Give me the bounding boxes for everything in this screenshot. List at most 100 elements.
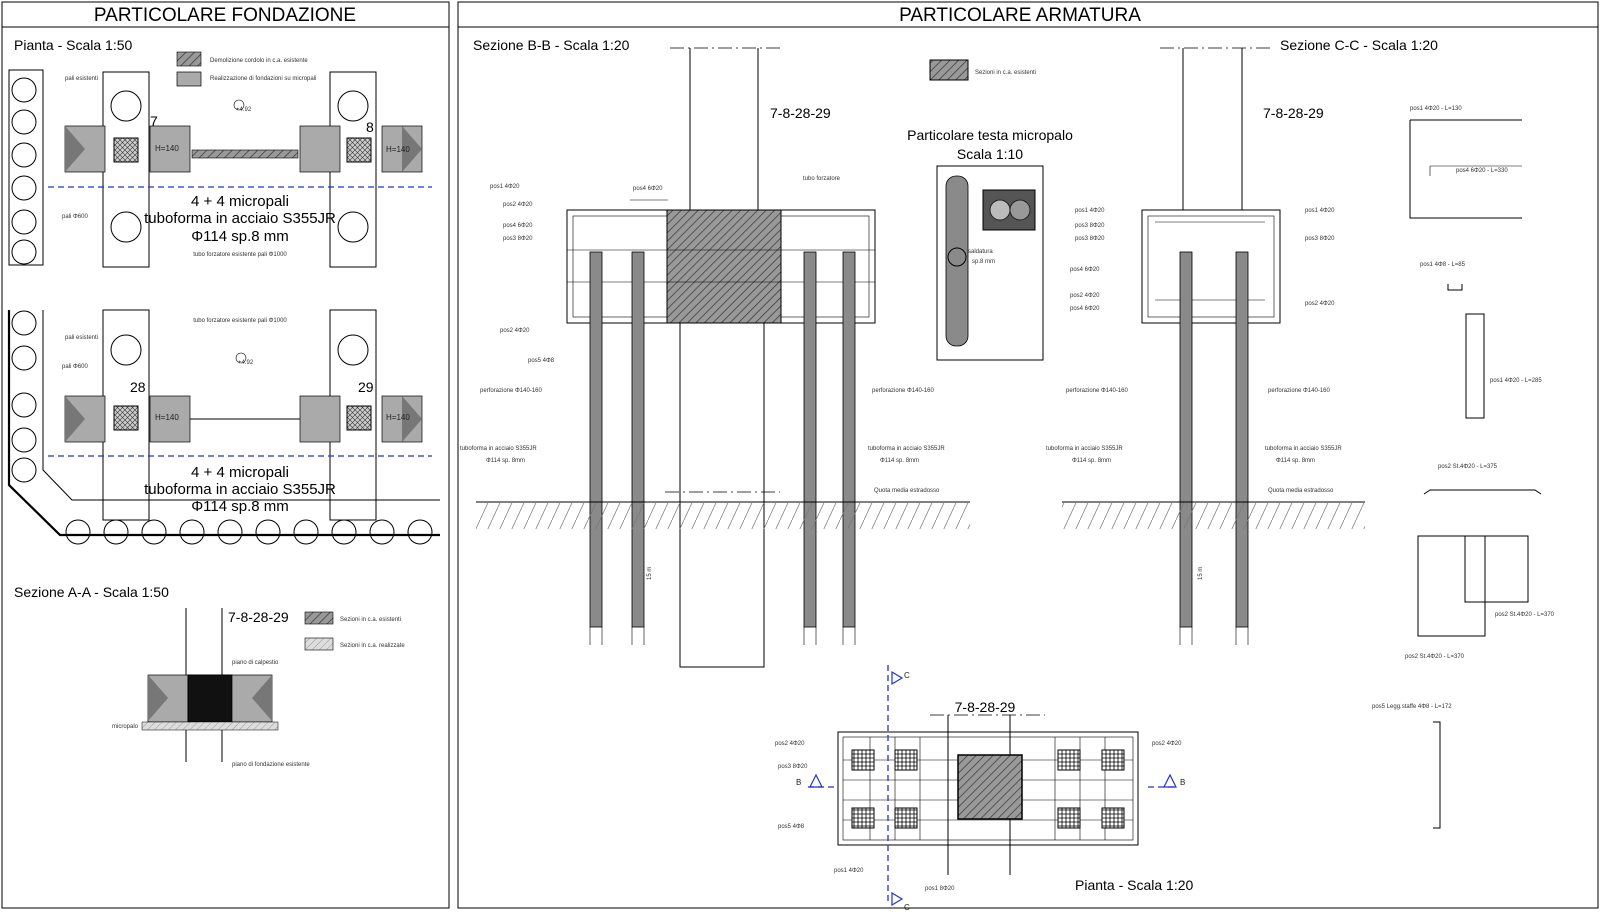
micropile-text-b2: tuboforma in acciaio S355JR — [144, 481, 336, 498]
bb-label-r2: tubo forzatore — [803, 176, 841, 182]
plan-label-l2: pos3 8Φ20 — [778, 764, 808, 770]
cc-label-r2: pos3 8Φ20 — [1305, 236, 1335, 242]
bb-label-5: pos2 4Φ20 — [500, 328, 530, 334]
micropile-text-2: tuboforma in acciaio S355JR — [144, 210, 336, 227]
cc-pile-length: 15 m — [1198, 567, 1204, 580]
cc-label-r3: pos2 4Φ20 — [1305, 301, 1335, 307]
elevation-top: +4.92 — [236, 107, 252, 113]
bb-pile-length: 15 m — [647, 567, 653, 580]
cc-label-2: pos3 8Φ20 — [1075, 223, 1105, 229]
cc-label-r4: perforazione Φ140-160 — [1268, 388, 1330, 394]
bb-label-r5: Φ114 sp. 8mm — [880, 458, 919, 464]
plan-label-l3: pos5 4Φ8 — [778, 824, 805, 830]
bar-1: pos1 4Φ20 - L=130 — [1410, 106, 1462, 112]
micropile-head-detail — [936, 165, 1044, 361]
bb-label-r6: Quota media estradosso — [874, 488, 940, 494]
section-cc-title: Sezione C-C - Scala 1:20 — [1280, 37, 1438, 53]
bb-label-r1: pos4 6Φ20 — [633, 186, 663, 192]
section-legend-2: Sezioni in c.a. realizzate — [340, 643, 405, 649]
cc-label-9: Φ114 sp. 8mm — [1072, 458, 1111, 464]
cap-height-8: H=140 — [386, 145, 410, 154]
bar-5: pos2 St.4Φ20 - L=375 — [1438, 464, 1498, 470]
cc-label-5: pos2 4Φ20 — [1070, 293, 1100, 299]
cap-height-29: H=140 — [386, 413, 410, 422]
pile-number-29: 29 — [358, 379, 374, 395]
legend-new: Realizzazione di fondazioni su micropali — [210, 76, 316, 82]
section-bb-title: Sezione B-B - Scala 1:20 — [473, 37, 630, 53]
section-note-2: micropalo — [112, 724, 139, 730]
label-piles-bottom: tubo forzatore esistente pali Φ1000 — [193, 318, 287, 324]
left-panel: PARTICOLARE FONDAZIONE Pianta - Scala 1:… — [1, 1, 450, 909]
detail-title-1: Particolare testa micropalo — [907, 127, 1073, 143]
section-legend-1: Sezioni in c.a. esistenti — [340, 617, 401, 623]
cc-label-r1: pos1 4Φ20 — [1305, 208, 1335, 214]
pile-number-7: 7 — [150, 113, 158, 129]
bb-label-9: Φ114 sp. 8mm — [486, 458, 525, 464]
sec-mark-c-top: C — [904, 671, 910, 680]
cap-height-7: H=140 — [155, 144, 179, 153]
bb-label-r4: tuboforma in acciaio S355JR — [868, 446, 945, 452]
bb-label-8: tuboforma in acciaio S355JR — [460, 446, 537, 452]
cc-label-6: pos4 6Φ20 — [1070, 306, 1100, 312]
micropile-text-b1: 4 + 4 micropali — [191, 464, 289, 481]
bar-3: pos1 4Φ8 - L=85 — [1420, 262, 1466, 268]
bb-label-2: pos2 4Φ20 — [503, 202, 533, 208]
bb-label-r3: perforazione Φ140-160 — [872, 388, 934, 394]
existing-piles-bottom — [7, 310, 440, 545]
label-piles-top: tubo forzatore esistente pali Φ1000 — [193, 252, 287, 258]
sec-mark-b-right: B — [1180, 778, 1185, 787]
cc-ids: 7-8-28-29 — [1263, 105, 1324, 121]
cap-height-28: H=140 — [155, 413, 179, 422]
plan-ids: 7-8-28-29 — [955, 699, 1016, 715]
existing-piles-top — [8, 69, 44, 266]
micropile-text-3: Φ114 sp.8 mm — [191, 228, 289, 245]
cc-label-1: pos1 4Φ20 — [1075, 208, 1105, 214]
bb-ids: 7-8-28-29 — [770, 105, 831, 121]
bar-8: pos5 Legg.staffe 4Φ8 - L=172 — [1372, 704, 1452, 710]
sec-mark-b-left: B — [796, 778, 801, 787]
micropile-text-b3: Φ114 sp.8 mm — [191, 498, 289, 515]
cc-label-3: pos3 8Φ20 — [1075, 236, 1105, 242]
cc-label-7: perforazione Φ140-160 — [1066, 388, 1128, 394]
detail-note-1: saldatura — [968, 249, 993, 255]
plan-label-l4: pos1 4Φ20 — [834, 868, 864, 874]
plan-title-150: Pianta - Scala 1:50 — [14, 37, 133, 53]
plan-title-120: Pianta - Scala 1:20 — [1075, 877, 1194, 893]
legend-swatch-demolition — [176, 51, 202, 67]
plan-120: 7-8-28-29 — [775, 665, 1194, 912]
elevation-bottom: +4.92 — [238, 360, 254, 366]
right-panel: PARTICOLARE ARMATURA Sezione B-B - Scala… — [457, 1, 1599, 912]
bb-label-4: pos3 8Φ20 — [503, 236, 533, 242]
legend-demolition: Demolizione cordolo in c.a. esistente — [210, 58, 308, 64]
bb-label-6: pos5 4Φ8 — [528, 358, 555, 364]
label-existing-piles-2: pali esistenti — [65, 335, 98, 341]
elevation-marker — [233, 99, 245, 111]
micropile-text-1: 4 + 4 micropali — [191, 193, 289, 210]
cc-label-4: pos4 6Φ20 — [1070, 267, 1100, 273]
bar-schedule: pos1 4Φ20 - L=130 pos4 6Φ20 - L=330 pos1… — [1372, 106, 1555, 829]
pile-number-28: 28 — [130, 379, 146, 395]
plan-label-r1: pos2 4Φ20 — [1152, 741, 1182, 747]
bb-label-1: pos1 4Φ20 — [490, 184, 520, 190]
detail-title-2: Scala 1:10 — [957, 146, 1023, 162]
legend-swatch-new — [176, 71, 202, 87]
section-aa-title: Sezione A-A - Scala 1:50 — [14, 584, 169, 600]
label-existing-piles: pali esistenti — [65, 76, 98, 82]
label-pile-diam: pali Φ600 — [62, 214, 88, 220]
bar-6: pos2 St.4Φ20 - L=370 — [1495, 612, 1555, 618]
section-cc: 7-8-28-29 pos1 4Φ20 pos3 8Φ20 pos3 8Φ20 … — [1046, 47, 1365, 645]
legend-existing: Sezioni in c.a. esistenti — [975, 70, 1036, 76]
cc-label-r6: Φ114 sp. 8mm — [1276, 458, 1315, 464]
bar-2: pos4 6Φ20 - L=330 — [1456, 168, 1508, 174]
bar-7: pos2 St.4Φ20 - L=370 — [1405, 654, 1465, 660]
section-bb: 7-8-28-29 pos1 4Φ20 pos2 4Φ20 pos4 6Φ20 … — [460, 47, 970, 668]
detail-note-2: sp.8 mm — [972, 259, 995, 265]
bb-label-3: pos4 6Φ20 — [503, 223, 533, 229]
cc-label-r5: tuboforma in acciaio S355JR — [1265, 446, 1342, 452]
plan-label-l1: pos2 4Φ20 — [775, 741, 805, 747]
section-note-1: piano di calpestio — [232, 660, 279, 666]
sec-mark-c-bottom: C — [904, 903, 910, 912]
pile-number-8: 8 — [366, 119, 374, 135]
bar-4: pos1 4Φ20 - L=285 — [1490, 378, 1542, 384]
